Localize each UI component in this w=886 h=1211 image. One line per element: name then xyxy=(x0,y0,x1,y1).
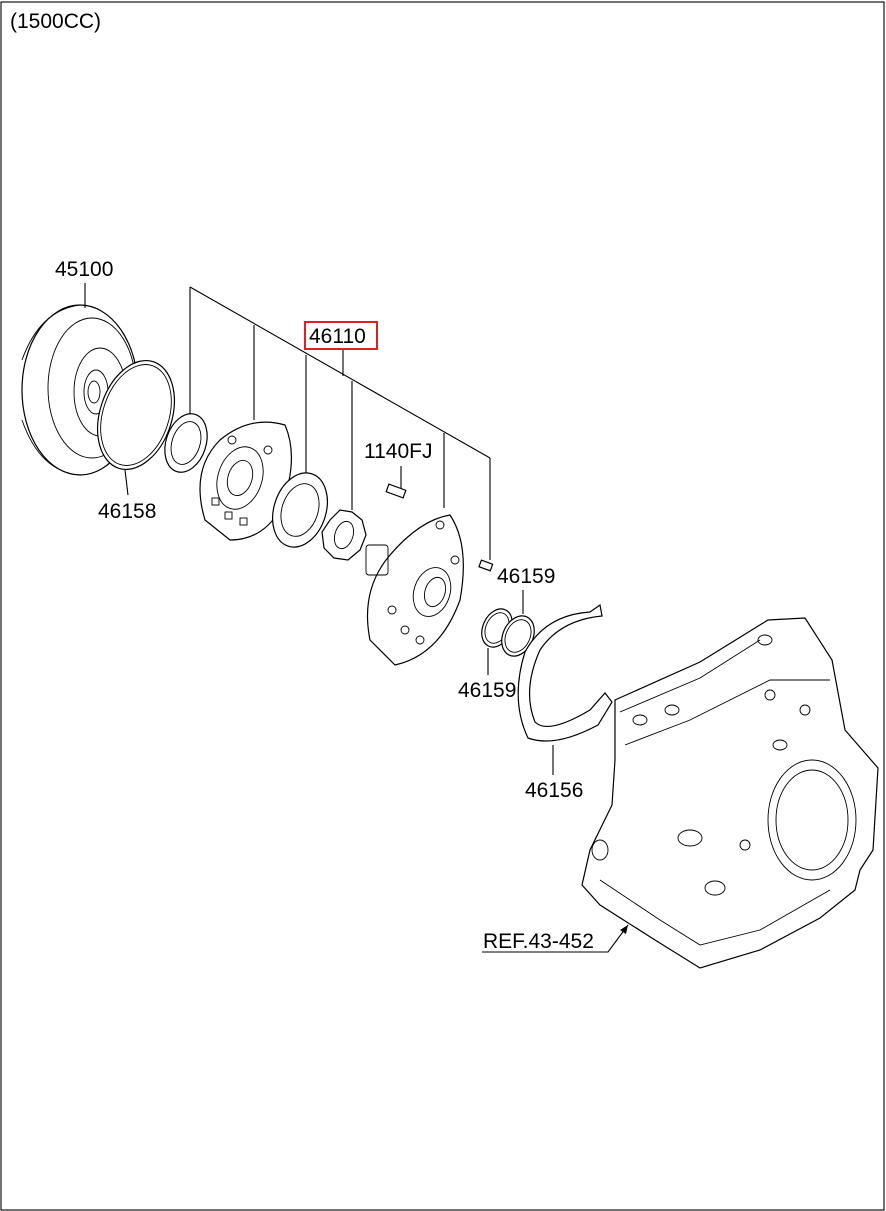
label-46159-upper[interactable]: 46159 xyxy=(497,565,555,588)
pump-seal-part[interactable] xyxy=(158,408,215,477)
gasket-part[interactable] xyxy=(517,603,613,742)
label-46159-lower[interactable]: 46159 xyxy=(458,679,516,702)
ref-leader xyxy=(482,924,629,953)
label-ref-43-452[interactable]: REF.43-452 xyxy=(483,930,594,953)
variant-label: (1500CC) xyxy=(10,10,101,33)
bolt-part[interactable] xyxy=(385,483,407,499)
plug-part[interactable] xyxy=(478,559,494,572)
label-46156[interactable]: 46156 xyxy=(525,779,583,802)
ref-arrowhead xyxy=(620,925,628,934)
label-45100[interactable]: 45100 xyxy=(55,258,113,281)
label-46110[interactable]: 46110 xyxy=(309,325,366,348)
outer-gear-part[interactable] xyxy=(264,466,337,554)
inner-gear-part[interactable] xyxy=(321,509,367,561)
label-1140FJ[interactable]: 1140FJ xyxy=(364,440,433,463)
transmission-case-part[interactable] xyxy=(581,617,879,969)
pump-cover-part[interactable] xyxy=(199,421,292,541)
highlight-box-46110 xyxy=(304,321,378,350)
label-46158[interactable]: 46158 xyxy=(98,500,156,523)
oring-46158-part[interactable] xyxy=(84,351,187,480)
leader-tree-46110 xyxy=(189,286,491,560)
pump-body-part[interactable] xyxy=(365,514,464,666)
